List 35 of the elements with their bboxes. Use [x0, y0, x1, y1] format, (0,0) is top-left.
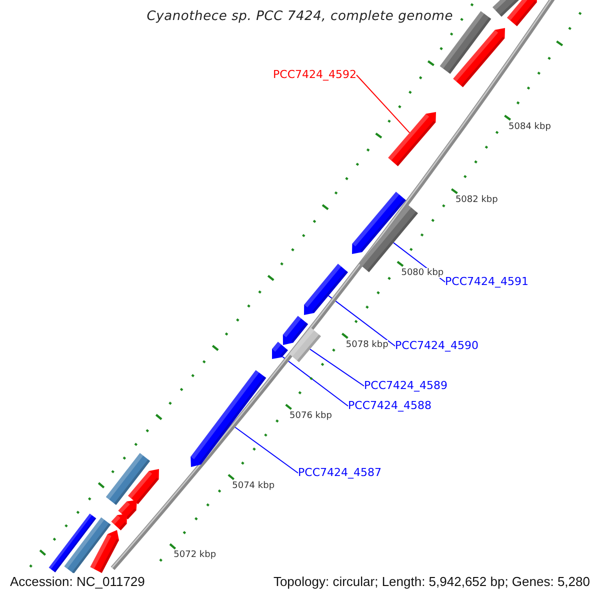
gene-feature: [111, 514, 127, 530]
gene-block: [106, 453, 150, 505]
gene-feature: [90, 530, 119, 573]
gene-block: [64, 517, 111, 574]
leader-line: [310, 348, 364, 386]
leader-line: [356, 74, 410, 134]
gene-feature: [453, 28, 505, 88]
tick-label: 5076 kbp: [290, 410, 332, 421]
gene-label: PCC7424_4590: [395, 339, 478, 353]
tick-label: 5084 kbp: [508, 122, 551, 132]
gene-label: PCC7424_4588: [348, 399, 432, 413]
gene-label: PCC7424_4589: [364, 379, 448, 393]
tick-label: 5078 kbp: [346, 340, 388, 350]
gene-block: [48, 514, 96, 572]
gene-feature: [507, 0, 537, 26]
gene-feature: [272, 342, 288, 359]
gene-block: [289, 328, 321, 362]
tick-label: 5080 kbp: [401, 268, 444, 278]
tick-label: 5082 kbp: [455, 195, 498, 206]
diagram-title: Cyanothece sp. PCC 7424, complete genome: [146, 9, 453, 24]
gene-feature: [128, 469, 159, 504]
gene-feature: [282, 316, 308, 345]
gene-feature: [388, 112, 436, 166]
tick-label: 5072 kbp: [174, 550, 216, 560]
accession-text: Accession: NC_011729: [8, 573, 147, 590]
gene-feature: [190, 370, 266, 467]
gene-label: PCC7424_4587: [298, 466, 382, 480]
gene-feature: [304, 264, 348, 315]
gene-feature: [352, 192, 406, 254]
gene-label: PCC7424_4591: [445, 275, 528, 289]
tick-label: 5074 kbp: [232, 481, 275, 492]
gene-feature: [118, 500, 137, 520]
leader-line: [282, 356, 348, 406]
gene-label: PCC7424_4592: [273, 68, 356, 82]
leader-line: [328, 295, 396, 346]
